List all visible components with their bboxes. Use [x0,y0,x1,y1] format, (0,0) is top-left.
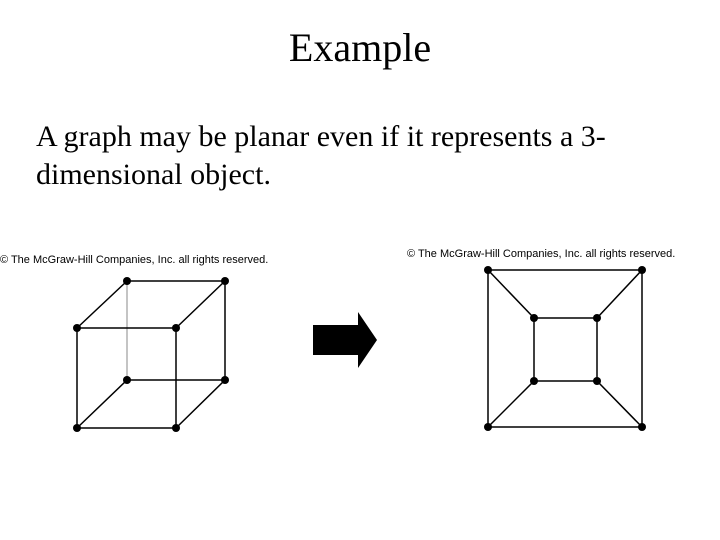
cube-edge [76,379,128,429]
planar-vertex [484,423,492,431]
planar-vertex [530,377,538,385]
planar-edge [596,380,643,428]
planar-graph [487,269,643,428]
planar-outer-square [487,269,643,428]
planar-vertex [638,266,646,274]
cube-vertex [172,324,180,332]
planar-vertex [484,266,492,274]
cube-vertices [73,277,229,432]
cube-edge [175,280,226,329]
cube-edge [76,280,128,329]
cube-vertex [123,376,131,384]
right-arrow-icon [313,312,377,368]
planar-inner-square [533,317,598,382]
cube-vertex [123,277,131,285]
planar-vertex [593,377,601,385]
planar-vertices [484,266,646,431]
cube-copyright-notice: © The McGraw-Hill Companies, Inc. all ri… [0,254,269,266]
cube-vertex [221,277,229,285]
planar-vertex [530,314,538,322]
slide-body-text: A graph may be planar even if it represe… [36,120,606,191]
planar-vertex [593,314,601,322]
cube-graph [76,280,226,429]
cube-vertex [221,376,229,384]
cube-vertex [73,424,81,432]
planar-edge [487,380,535,428]
planar-edge [487,269,535,319]
planar-vertex [638,423,646,431]
cube-vertex [73,324,81,332]
cube-edge [175,379,226,429]
planar-copyright-notice: © The McGraw-Hill Companies, Inc. all ri… [407,248,676,260]
cube-vertex [172,424,180,432]
planar-edge [596,269,643,319]
slide-title: Example [288,25,432,70]
